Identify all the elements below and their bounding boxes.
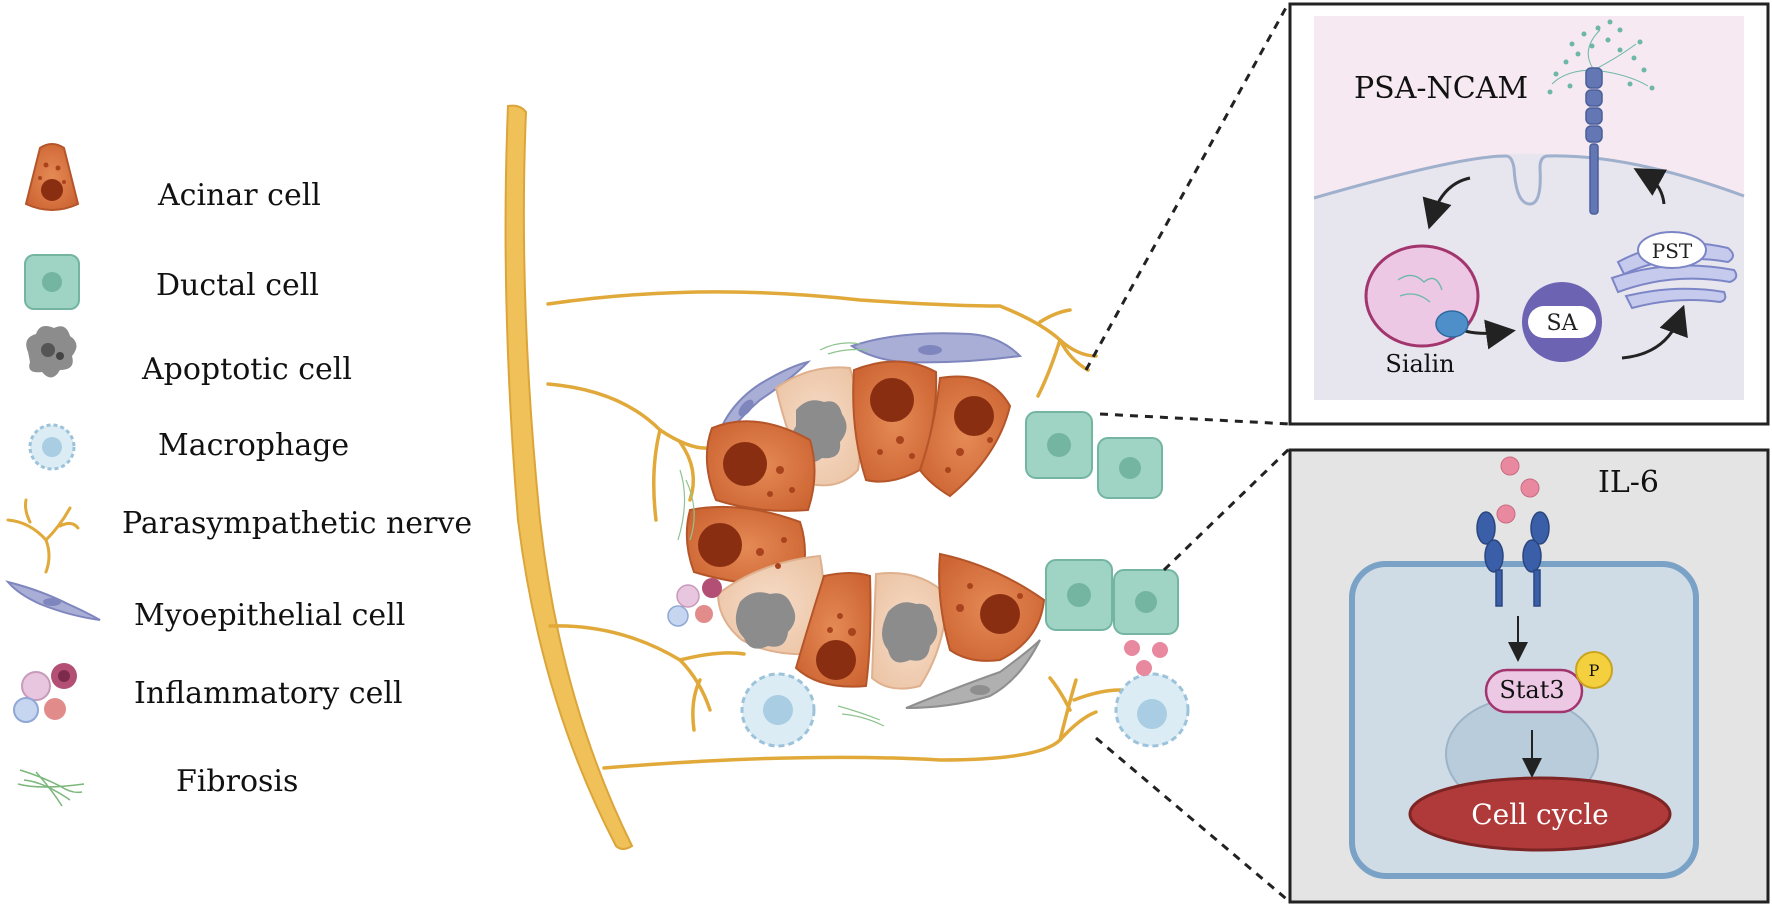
apoptotic-cell-icon <box>26 326 77 378</box>
il6-label: IL-6 <box>1598 465 1659 500</box>
inflammatory-cell-icon <box>13 663 77 723</box>
fibrosis-icon <box>17 769 85 807</box>
myoepithelial-cell <box>711 332 1041 709</box>
myoepithelial-cell-icon <box>5 580 101 621</box>
sialin-label: Sialin <box>1385 350 1454 378</box>
legend-label-fibrosis: Fibrosis <box>176 764 299 799</box>
acinar-cell-icon <box>24 143 80 211</box>
legend-label-macrophage: Macrophage <box>158 428 350 463</box>
legend-label-myoepithelial: Myoepithelial cell <box>134 598 406 633</box>
ductal-cell-icon <box>24 254 80 310</box>
psa-ncam-label: PSA-NCAM <box>1354 71 1528 106</box>
legend-label-ductal: Ductal cell <box>156 268 319 303</box>
legend-label-apoptotic: Apoptotic cell <box>142 352 352 387</box>
ductal-cells <box>1025 411 1179 635</box>
macrophages <box>740 672 1190 748</box>
phospho-label: P <box>1589 661 1600 680</box>
legend-label-inflammatory: Inflammatory cell <box>134 676 403 711</box>
nerve-icon <box>6 498 80 574</box>
fibrosis-strands <box>677 342 885 727</box>
psa-ncam-panel <box>1288 2 1770 426</box>
legend-label-nerve: Parasympathetic nerve <box>122 506 473 541</box>
parasympathetic-nerve <box>504 104 1122 850</box>
stat3-label: Stat3 <box>1499 676 1564 704</box>
pst-label: PST <box>1652 239 1693 263</box>
acinus <box>685 360 1046 690</box>
panel-labels: PSA-NCAM Sialin SA PST IL-6 Stat3 P Cell… <box>1354 71 1693 831</box>
zoom-lines <box>1084 3 1292 904</box>
legend <box>5 143 101 807</box>
il6-panel <box>1288 448 1770 904</box>
macrophage-icon <box>28 423 76 471</box>
cell-cycle-label: Cell cycle <box>1471 798 1609 831</box>
inflammatory-cells <box>667 578 1168 676</box>
sa-label: SA <box>1547 311 1579 336</box>
legend-label-acinar: Acinar cell <box>158 178 321 213</box>
